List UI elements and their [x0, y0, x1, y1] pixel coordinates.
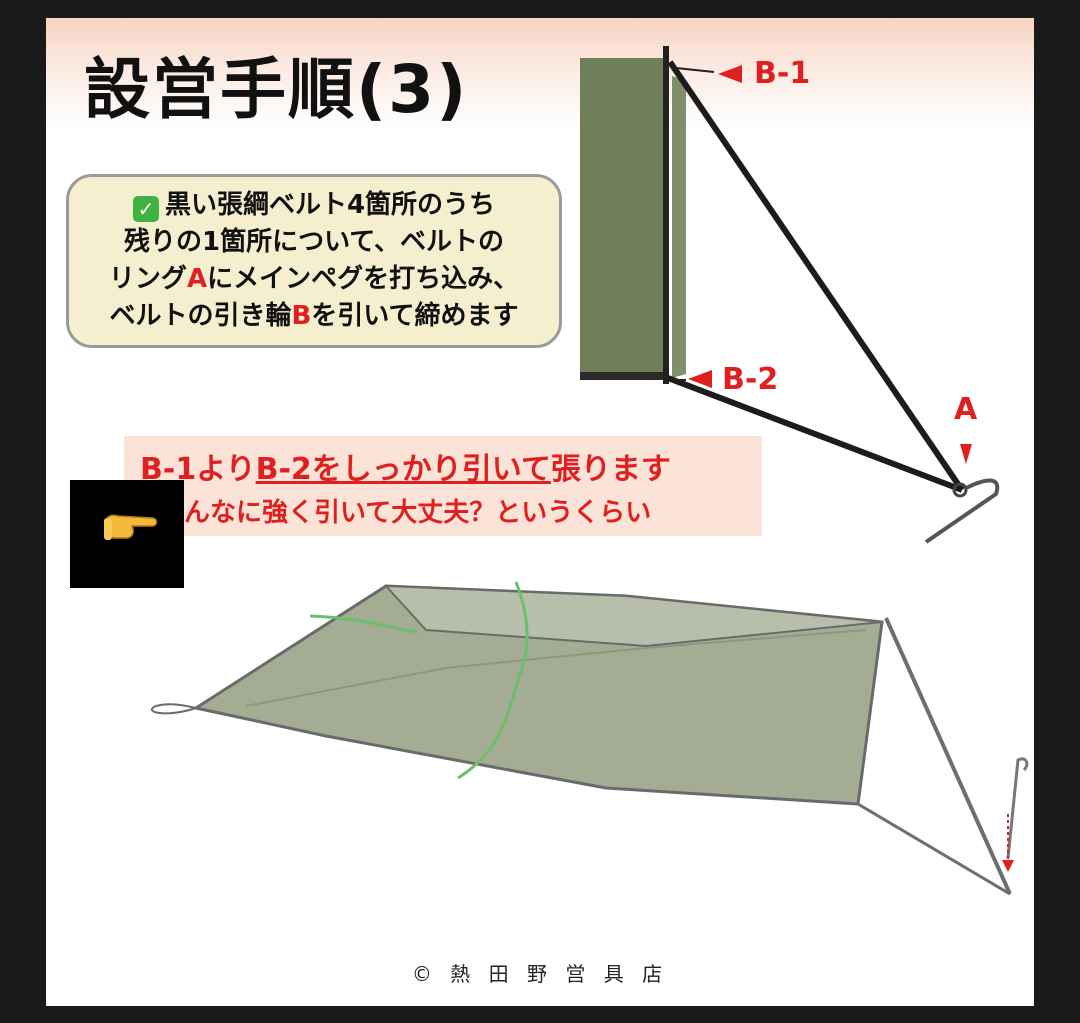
ring-a [952, 482, 968, 498]
header-band [46, 18, 1034, 128]
pointing-hand-icon [104, 514, 158, 540]
tip-text-1b: 張ります [550, 452, 671, 487]
label-a: A [954, 392, 978, 427]
tip-box: B-1よりB-2をしっかり引いて張ります んなに強く引いて大丈夫？というくらい [124, 436, 762, 536]
diagram-card: 設営手順(3) [46, 18, 1034, 1006]
tip-line-1: B-1よりB-2をしっかり引いて張ります [140, 444, 671, 488]
instruction-text-3a: リング [108, 264, 187, 294]
lower-tarp-figure [150, 581, 1029, 896]
ring-a-label: A [186, 264, 208, 294]
green-cord-2 [457, 581, 529, 780]
tarp-panel-side [580, 58, 666, 380]
label-b2: B-2 [722, 362, 779, 397]
label-b1: B-1 [754, 56, 811, 91]
instruction-line-1: ✓黒い張綱ベルト4箇所のうち [83, 187, 545, 224]
tip-line-2: んなに強く引いて大丈夫？というくらい [184, 498, 652, 528]
instruction-text-4b: を引いて締めます [311, 301, 519, 331]
instruction-line-2: 残りの1箇所について、ベルトの [123, 227, 504, 257]
right-peg [1006, 757, 1029, 859]
copyright: © 熱 田 野 営 具 店 [411, 962, 669, 986]
guy-belt-upper [667, 60, 965, 492]
instruction-text-1: 黒い張綱ベルト4箇所のうち [164, 190, 496, 220]
instruction-line-3: リングAにメインペグを打ち込み、 [83, 261, 545, 298]
main-peg [924, 478, 1000, 544]
a-arrow [960, 444, 972, 464]
b2-arrow [688, 370, 712, 388]
b1-arrow [718, 65, 742, 83]
tarp-panel-front [672, 76, 686, 378]
instruction-line-4: ベルトの引き輪Bを引いて締めます [83, 298, 545, 335]
instruction-box: ✓黒い張綱ベルト4箇所のうち 残りの1箇所について、ベルトの リングAにメインペ… [66, 174, 562, 348]
tarp-illustrations [150, 46, 1029, 896]
tarp-pole-right [884, 617, 1012, 895]
page-title: 設営手順(3) [84, 51, 469, 128]
instruction-text-4a: ベルトの引き輪 [109, 301, 292, 331]
hand-block [70, 480, 184, 588]
pull-ring-b-label: B [291, 301, 312, 331]
upper-tarp-figure [580, 46, 1000, 544]
tip-text-1-underlined: B-2をしっかり引いて [255, 452, 551, 487]
tarp-panel-edge [580, 372, 666, 380]
tarp-fold [245, 629, 867, 707]
tarp-flap [383, 584, 883, 648]
instruction-text-3b: にメインペグを打ち込み、 [207, 264, 520, 294]
tarp-guy-bottom [857, 802, 1011, 896]
corner-loop-left [150, 703, 197, 715]
pull-arrow-head [1002, 860, 1014, 872]
green-cord-1 [309, 614, 419, 634]
guy-belt-lower [666, 375, 964, 493]
check-mark-icon: ✓ [132, 196, 159, 222]
b1-leader [675, 67, 715, 73]
